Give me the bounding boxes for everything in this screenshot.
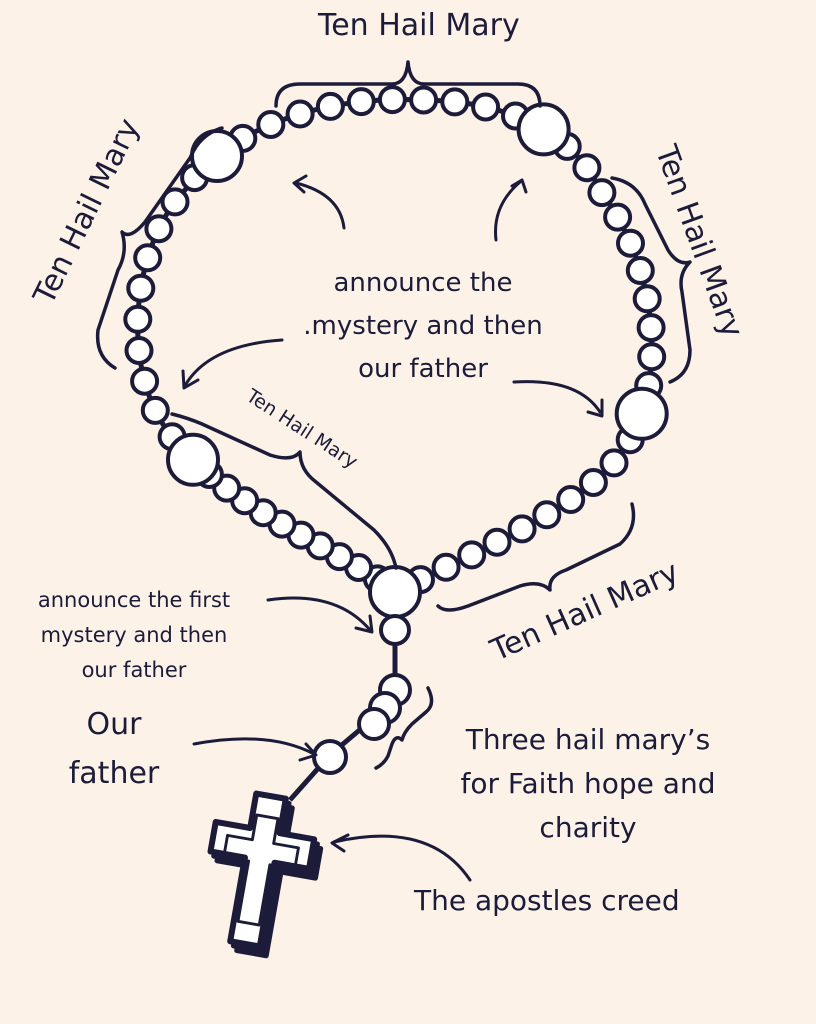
- announce-first-line-1: announce the first: [37, 588, 231, 612]
- our-father-line-2: father: [68, 756, 160, 791]
- hail-mary-bead: [440, 87, 470, 117]
- hail-mary-bead: [256, 110, 286, 139]
- curved-arrow-icon: [292, 174, 346, 230]
- announce-first-line-2: mystery and then: [40, 623, 228, 647]
- hail-mary-bead: [124, 336, 154, 365]
- hail-mary-bead: [616, 228, 645, 258]
- hail-mary-bead: [556, 485, 586, 514]
- rosary-beads: [123, 85, 669, 775]
- label-top-ten-hail-mary: Ten Hail Mary: [318, 8, 520, 43]
- label-announce-first-mystery: announce the first mystery and then our …: [18, 583, 250, 688]
- hail-mary-bead: [130, 366, 160, 396]
- three-beads-brace: [374, 686, 434, 770]
- hail-mary-bead: [471, 92, 501, 122]
- hail-mary-bead: [572, 153, 602, 183]
- top-brace: [274, 60, 542, 108]
- hail-mary-bead: [431, 552, 461, 582]
- hail-mary-bead: [377, 85, 407, 115]
- charity-bead: [357, 707, 391, 741]
- hail-mary-bead: [632, 284, 662, 314]
- three-hail-line-2: for Faith hope and: [460, 767, 716, 800]
- curved-arrow-icon: [330, 833, 472, 882]
- hail-mary-bead: [457, 540, 487, 570]
- hail-mary-bead: [123, 304, 153, 334]
- label-our-father: Our father: [44, 700, 184, 798]
- centerpiece-bead: [368, 565, 422, 619]
- announce-line-1: announce the: [333, 268, 513, 298]
- curved-arrow-icon: [181, 338, 284, 390]
- hail-mary-bead: [133, 243, 163, 273]
- hail-mary-bead: [625, 256, 655, 285]
- three-hail-line-1: Three hail mary’s: [465, 723, 711, 756]
- hail-mary-bead: [636, 313, 666, 343]
- curved-arrow-icon: [494, 178, 528, 242]
- label-three-hail-marys: Three hail mary’s for Faith hope and cha…: [438, 718, 738, 850]
- curved-arrow-icon: [512, 380, 604, 418]
- label-apostles-creed: The apostles creed: [414, 884, 680, 917]
- hail-mary-bead: [578, 468, 608, 497]
- crucifix-icon: [207, 790, 324, 959]
- hail-mary-bead: [603, 202, 633, 232]
- our-father-bead: [614, 386, 669, 441]
- hail-mary-bead: [140, 395, 170, 425]
- hail-mary-bead: [285, 99, 315, 129]
- announce-line-3: our father: [358, 354, 488, 384]
- left-brace: [95, 126, 224, 370]
- hail-mary-bead: [507, 514, 537, 544]
- hail-mary-bead: [599, 448, 629, 478]
- right-brace: [610, 176, 692, 384]
- hail-mary-bead: [532, 500, 562, 530]
- arrows: [181, 174, 604, 882]
- announce-first-line-3: our father: [81, 658, 187, 682]
- braces: [95, 60, 692, 770]
- hail-mary-bead: [346, 87, 376, 117]
- crucifix: [207, 790, 324, 959]
- hail-mary-bead: [126, 273, 156, 303]
- our-father-line-1: Our: [86, 707, 142, 742]
- hail-mary-bead: [637, 342, 667, 372]
- curved-arrow-icon: [266, 596, 374, 634]
- our-father-bead: [190, 129, 244, 183]
- hail-mary-bead: [587, 178, 617, 208]
- our-father-bead: [516, 102, 571, 157]
- hail-mary-bead: [482, 527, 512, 557]
- three-hail-line-3: charity: [539, 811, 637, 844]
- hail-mary-bead: [160, 187, 190, 217]
- bottom-brace: [436, 502, 636, 612]
- hail-mary-bead: [409, 85, 439, 115]
- inner-brace: [170, 412, 398, 570]
- hail-mary-bead: [144, 214, 174, 244]
- our-father-tail-bead: [312, 739, 348, 775]
- label-announce-mystery: announce the .mystery and then our fathe…: [288, 262, 558, 391]
- tail-bead: [379, 614, 411, 646]
- announce-line-2: .mystery and then: [303, 311, 543, 341]
- our-father-bead: [166, 432, 220, 487]
- curved-arrow-icon: [192, 737, 318, 762]
- hail-mary-bead: [315, 91, 345, 121]
